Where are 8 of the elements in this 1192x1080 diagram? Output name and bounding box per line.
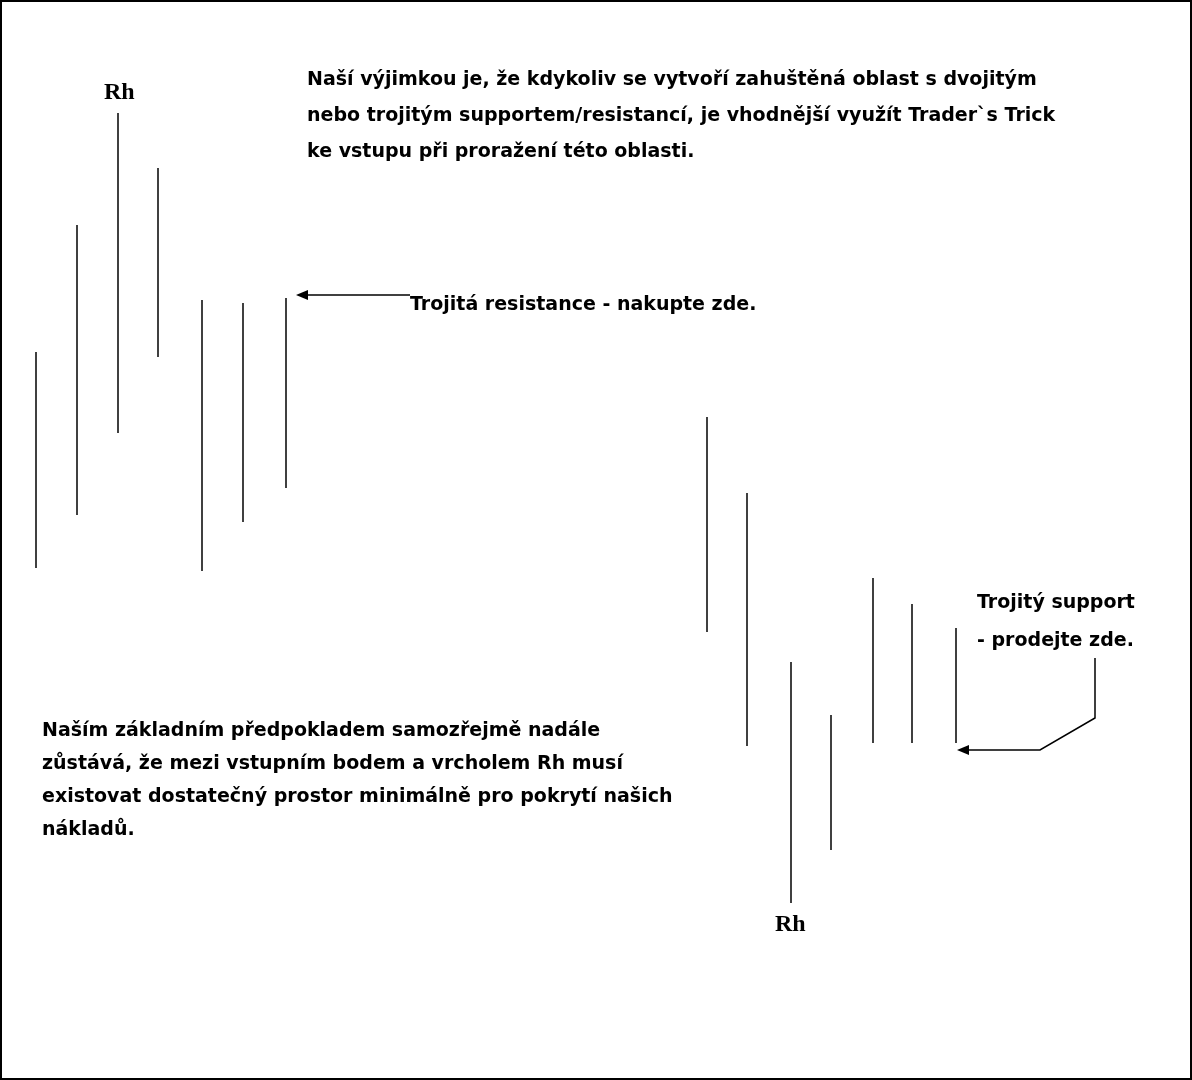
peak-label: Rh <box>104 78 135 105</box>
annotation-text: Trojitá resistance - nakupte zde. <box>410 284 930 322</box>
note-paragraph: Naší výjimkou je, že kdykoliv se vytvoří zahuštěná oblast s dvojitým nebo trojitým supportem/resistancí, je vhodnější využít Trader`s Trick ke vstupu při proražení této oblasti. <box>307 66 1057 163</box>
arrow <box>957 657 1096 755</box>
peak-label: Rh <box>775 910 806 937</box>
arrow <box>296 290 411 300</box>
annotation-text: Trojitý support - prodejte zde. <box>977 582 1147 658</box>
note-paragraph: Naším základním předpokladem samozřejmě nadále zůstává, že mezi vstupním bodem a vrcholem Rh musí existovat dostatečný prostor minimálně pro pokrytí našich nákladů. <box>42 717 674 841</box>
